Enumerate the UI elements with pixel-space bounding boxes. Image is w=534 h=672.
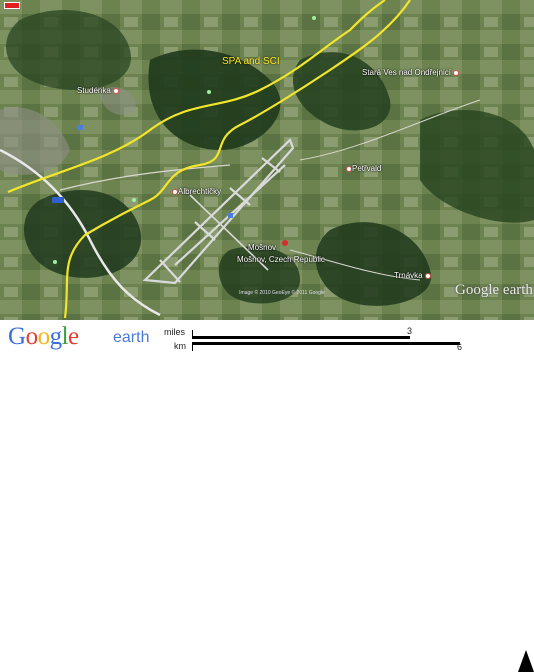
google-logo: Google	[8, 323, 79, 350]
scale-km-label: km	[174, 341, 186, 351]
layer-badge	[4, 2, 20, 9]
north-arrow-icon	[518, 650, 534, 672]
place-label[interactable]: Trnávka	[394, 271, 431, 280]
footer-bar: Google earth miles 3 km 6	[0, 320, 534, 672]
scale-km-bar	[192, 342, 460, 345]
place-marker-icon	[346, 165, 352, 172]
search-result-label[interactable]: Mošnov, Czech Republic	[237, 255, 325, 264]
scale-miles-value: 3	[407, 326, 413, 336]
place-marker-icon	[172, 188, 178, 195]
place-label[interactable]: Petřvald	[344, 164, 381, 173]
scale-km-value: 6	[457, 342, 463, 352]
place-label[interactable]: Mošnov	[248, 243, 277, 252]
scale-miles-bar	[192, 336, 410, 339]
scale-tick	[192, 342, 193, 351]
scale-tick	[192, 330, 193, 339]
place-marker-icon	[112, 87, 119, 94]
place-label[interactable]: Albrechtičky	[170, 187, 221, 196]
scale-miles-label: miles	[164, 327, 186, 337]
place-label[interactable]: Studénka	[77, 86, 119, 95]
place-marker-icon	[424, 272, 431, 279]
imagery-copyright: Image © 2010 GeoEye © 2011 Google	[239, 290, 325, 296]
place-label[interactable]: Stará Ves nad Ondřejnicí	[362, 68, 459, 77]
logo-earth-text: earth	[113, 329, 150, 346]
map-imagery	[0, 0, 534, 320]
place-marker-icon	[452, 69, 459, 76]
satellite-map[interactable]: SPA and SCI Studénka Stará Ves nad Ondře…	[0, 0, 534, 320]
google-earth-watermark: Google earth	[455, 282, 533, 298]
boundary-label: SPA and SCI	[222, 56, 280, 67]
